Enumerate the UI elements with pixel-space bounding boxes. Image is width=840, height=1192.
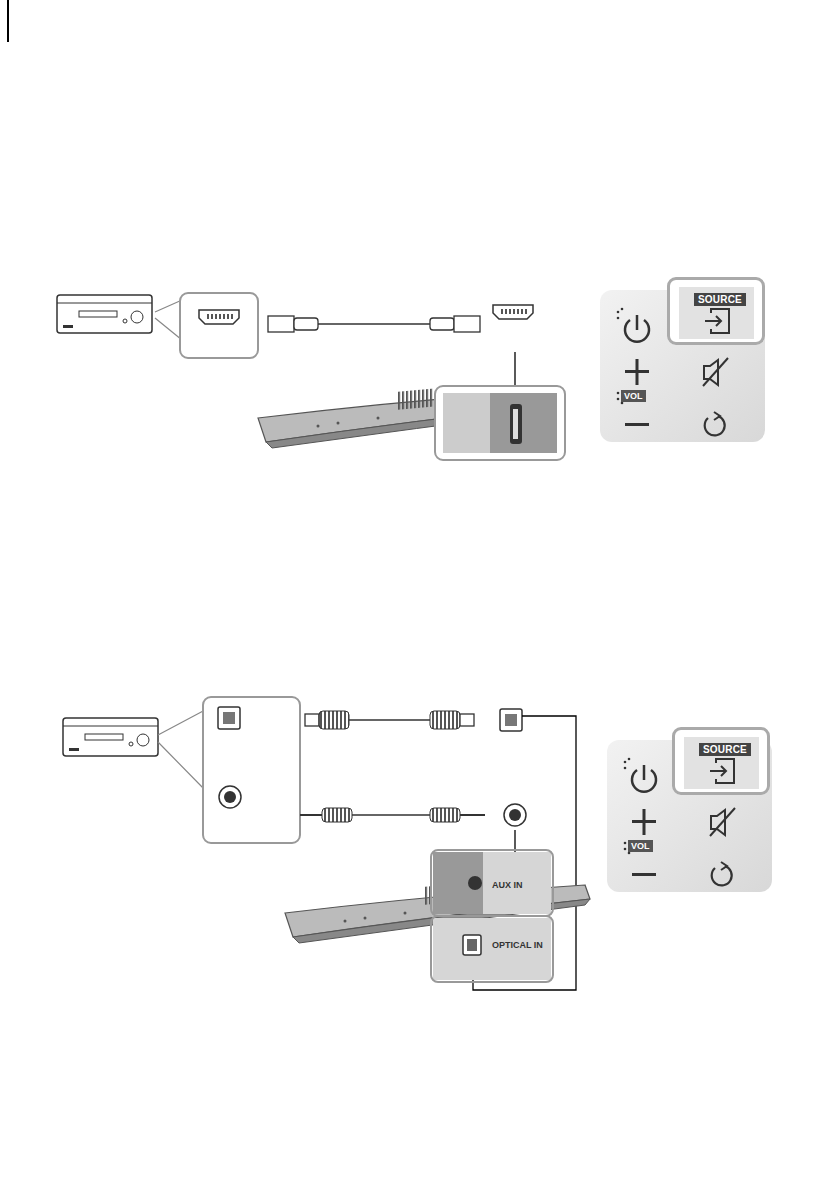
source-label: SOURCE (694, 293, 746, 306)
source-label: SOURCE (699, 743, 751, 756)
source-button-highlight: SOURCE (667, 277, 765, 345)
volume-label: VOL (628, 840, 653, 852)
aux-in-port-callout: AUX IN (430, 849, 554, 917)
volume-label: VOL (621, 390, 646, 402)
source-button-highlight: SOURCE (672, 727, 770, 795)
port-label: AUX IN (492, 880, 523, 890)
optical-in-port-callout: OPTICAL IN (430, 915, 554, 983)
control-panel: VOL (607, 740, 772, 892)
port-label: OPTICAL IN (492, 940, 543, 950)
control-panel: VOL (600, 290, 765, 442)
